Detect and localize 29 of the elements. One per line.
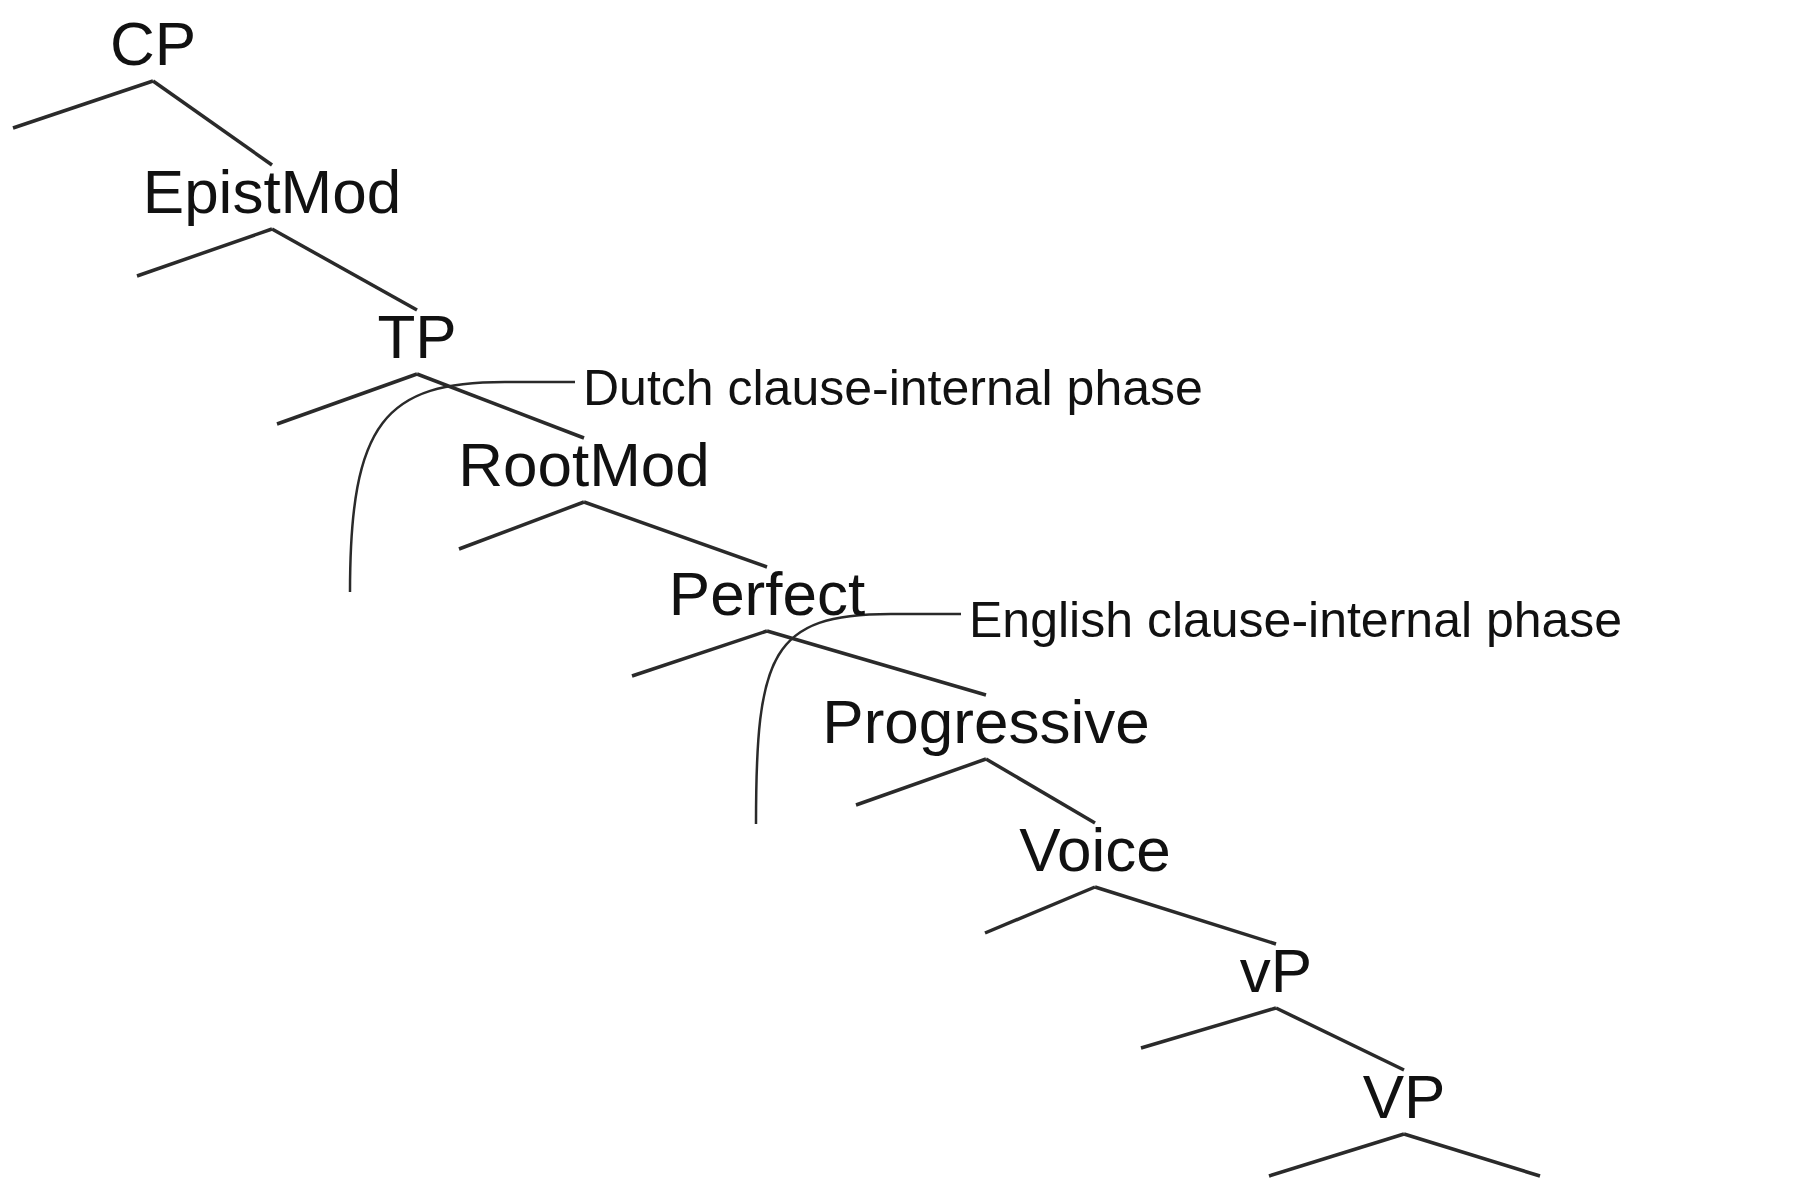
tree-branch <box>276 372 418 426</box>
tree-branch <box>271 227 418 312</box>
phase-boundary-line <box>348 380 575 593</box>
phase-label: Dutch clause-internal phase <box>583 363 1203 413</box>
phase-label: English clause-internal phase <box>969 595 1623 645</box>
category-label: CP <box>109 13 197 75</box>
tree-branch <box>985 757 1096 825</box>
tree-branch <box>583 500 768 569</box>
tree-branch <box>416 372 585 440</box>
category-label: VP <box>1362 1066 1446 1128</box>
tree-branch <box>1275 1006 1405 1072</box>
phase-boundary-line <box>754 612 961 824</box>
tree-branch <box>1268 1132 1405 1178</box>
tree-branch <box>1140 1006 1277 1050</box>
category-label: vP <box>1239 940 1313 1002</box>
tree-branch <box>458 500 585 551</box>
category-label: RootMod <box>458 434 710 496</box>
category-label: TP <box>377 306 457 368</box>
tree-branch <box>766 629 987 697</box>
tree-branch <box>152 79 273 167</box>
tree-branch <box>855 757 987 807</box>
tree-branch <box>984 885 1096 935</box>
tree-branch <box>12 79 154 130</box>
tree-branch <box>136 227 273 278</box>
tree-branch <box>1094 885 1277 946</box>
category-label: Voice <box>1019 819 1171 881</box>
tree-branch <box>631 629 768 678</box>
category-label: Perfect <box>668 563 866 625</box>
tree-branch <box>1403 1132 1541 1178</box>
